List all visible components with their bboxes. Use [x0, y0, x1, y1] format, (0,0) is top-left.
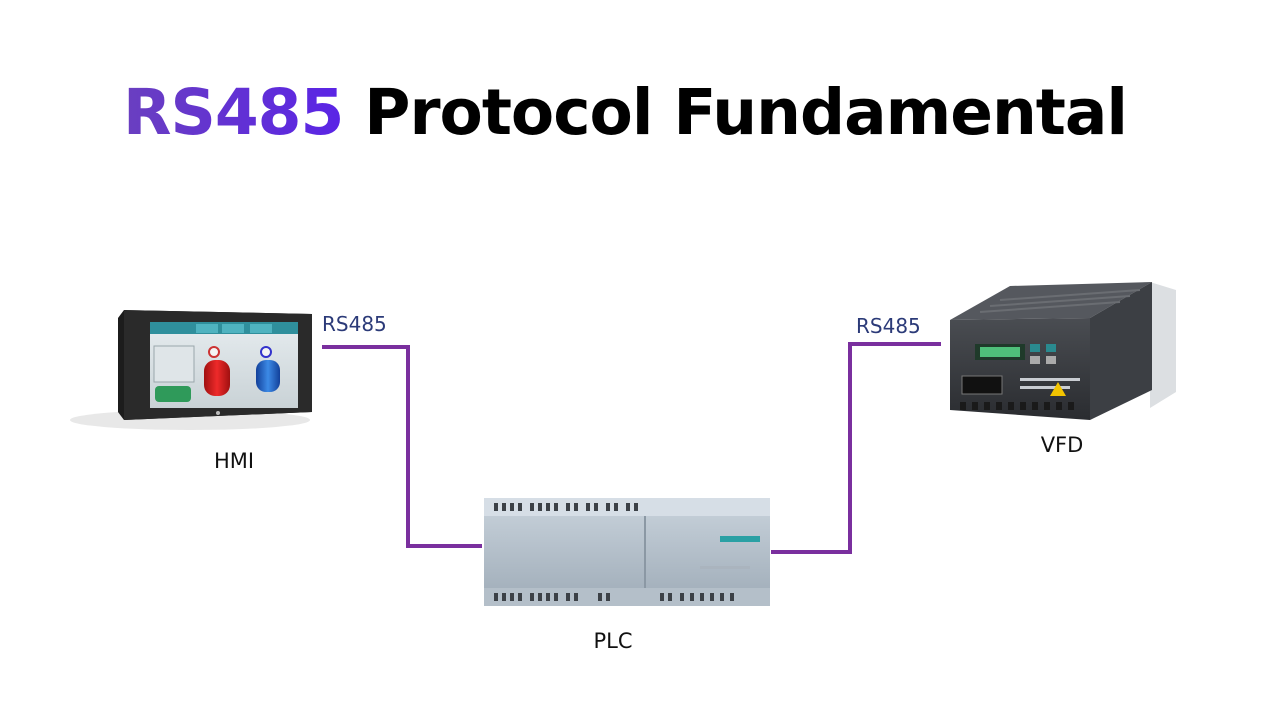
rs485-link-hmi-plc: [322, 345, 482, 548]
vfd-icon: [950, 282, 1176, 420]
plc-label: PLC: [593, 629, 632, 653]
rs485-link-plc-vfd: [771, 342, 941, 554]
hmi-icon: [70, 310, 312, 430]
plc-icon: [484, 498, 770, 606]
title-accent: RS485: [122, 76, 344, 149]
page-title: RS485 Protocol Fundamental: [0, 76, 1250, 149]
rs485-label-plc-vfd: RS485: [856, 314, 921, 338]
hmi-label: HMI: [214, 449, 254, 473]
title-rest: Protocol Fundamental: [343, 76, 1128, 149]
rs485-label-hmi-plc: RS485: [322, 312, 387, 336]
vfd-label: VFD: [1041, 433, 1084, 457]
